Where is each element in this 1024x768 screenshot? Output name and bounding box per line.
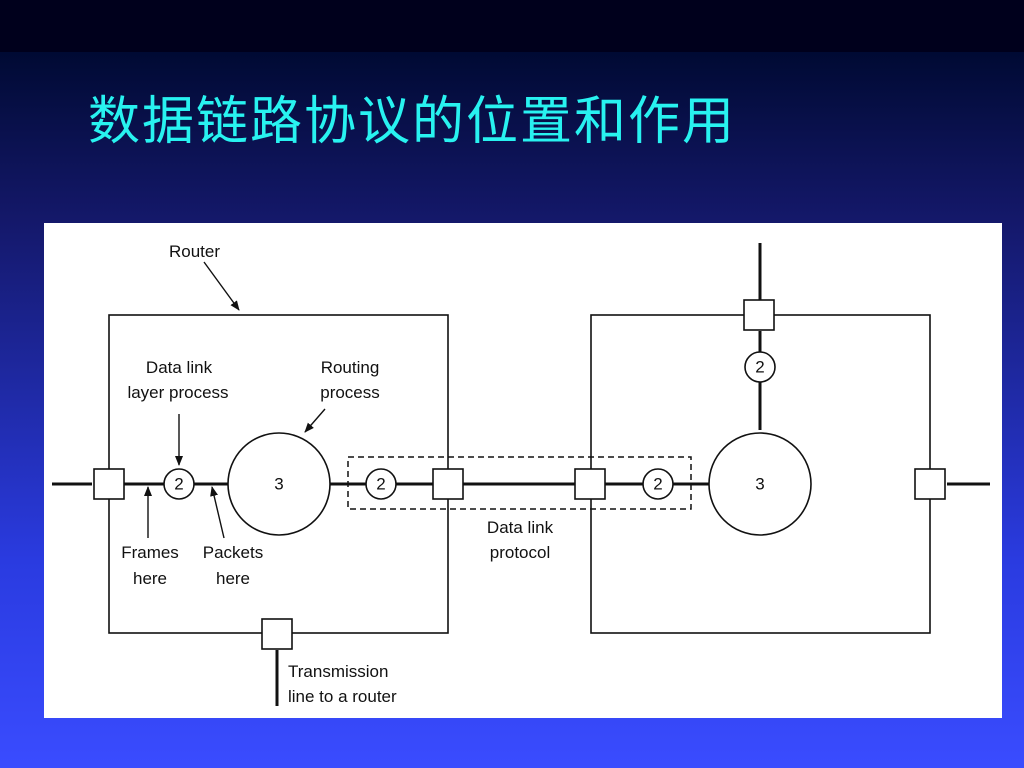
top-band xyxy=(0,0,1024,52)
routing-process-label-line2: process xyxy=(320,383,380,402)
interface-square-right xyxy=(914,468,946,500)
left-dll-circle xyxy=(163,468,195,500)
frames-label-line1: Frames xyxy=(121,543,179,562)
interface-square-right-router-left xyxy=(574,468,606,500)
router-diagram: 2 3 2 2 3 2 Router Data link layer proce… xyxy=(52,242,990,706)
left-dll-right-circle xyxy=(365,468,397,500)
left-routing-number: 3 xyxy=(274,475,283,494)
data-link-protocol-box xyxy=(347,456,692,510)
transmission-label-line1: Transmission xyxy=(288,662,388,681)
transmission-label-line2: line to a router xyxy=(288,687,397,706)
right-routing-number: 3 xyxy=(755,475,764,494)
left-dll-right-number: 2 xyxy=(376,475,385,494)
right-dll-left-number: 2 xyxy=(653,475,662,494)
packets-label-line1: Packets xyxy=(203,543,263,562)
right-dll-left-circle xyxy=(642,468,674,500)
interface-square-left-router-right xyxy=(432,468,464,500)
interface-square-left xyxy=(93,468,125,500)
packets-label-line2: here xyxy=(216,569,250,588)
left-routing-process-circle xyxy=(227,432,331,536)
router-label: Router xyxy=(169,242,220,261)
diagram-panel: 2 3 2 2 3 2 Router Data link layer proce… xyxy=(44,223,1002,718)
dll-process-label-line2: layer process xyxy=(127,383,228,402)
interface-square-top xyxy=(743,299,775,331)
protocol-label-line1: Data link xyxy=(487,518,554,537)
frames-label-line2: here xyxy=(133,569,167,588)
router-arrow xyxy=(203,261,240,311)
routing-process-label-line1: Routing xyxy=(321,358,380,377)
slide-title: 数据链路协议的位置和作用 xyxy=(88,92,737,152)
right-routing-process-circle xyxy=(708,432,812,536)
left-dll-number: 2 xyxy=(174,475,183,494)
packets-arrow xyxy=(210,486,225,539)
right-dll-top-number: 2 xyxy=(755,358,764,377)
interface-square-bottom xyxy=(261,618,293,650)
right-dll-top-circle xyxy=(744,351,776,383)
protocol-label-line2: protocol xyxy=(490,543,550,562)
dll-process-label-line1: Data link xyxy=(146,358,213,377)
routing-process-arrow xyxy=(304,408,326,433)
